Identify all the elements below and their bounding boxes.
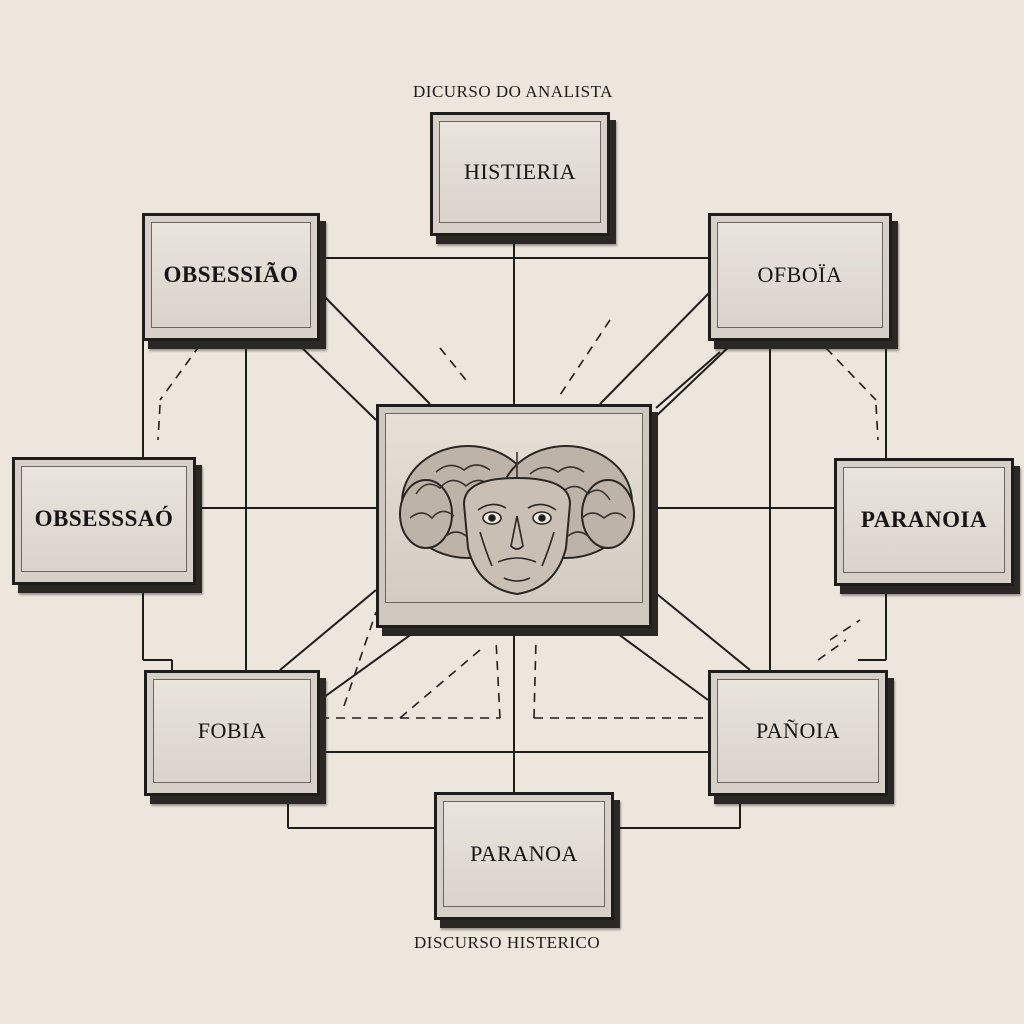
node-panoia: PAÑOIA: [708, 670, 888, 796]
caption-top: DICURSO DO ANALISTA: [413, 82, 613, 101]
node-fobia-label: FOBIA: [197, 718, 267, 743]
node-ofboia-label: OFBOÏA: [757, 262, 843, 287]
center-panel: [376, 404, 652, 628]
node-ofboia: OFBOÏA: [708, 213, 892, 341]
node-paranoia-right: PARANOIA: [834, 458, 1014, 586]
node-obsessiao: OBSESSIÃO: [142, 213, 320, 341]
brain-face-icon: [399, 445, 635, 596]
node-fobia: FOBIA: [144, 670, 320, 796]
node-paranoia-right-label: PARANOIA: [860, 507, 988, 532]
caption-bottom: DISCURSO HISTERICO: [414, 933, 601, 952]
node-histieria: HISTIERIA: [430, 112, 610, 236]
node-obsesssao-label: OBSESSSAÓ: [34, 506, 174, 531]
node-histieria-label: HISTIERIA: [463, 159, 577, 184]
node-paranoa: PARANOA: [434, 792, 614, 920]
node-obsesssao: OBSESSSAÓ: [12, 457, 196, 585]
node-paranoa-label: PARANOA: [470, 841, 578, 866]
node-obsessiao-label: OBSESSIÃO: [163, 262, 299, 287]
node-panoia-label: PAÑOIA: [755, 718, 841, 743]
